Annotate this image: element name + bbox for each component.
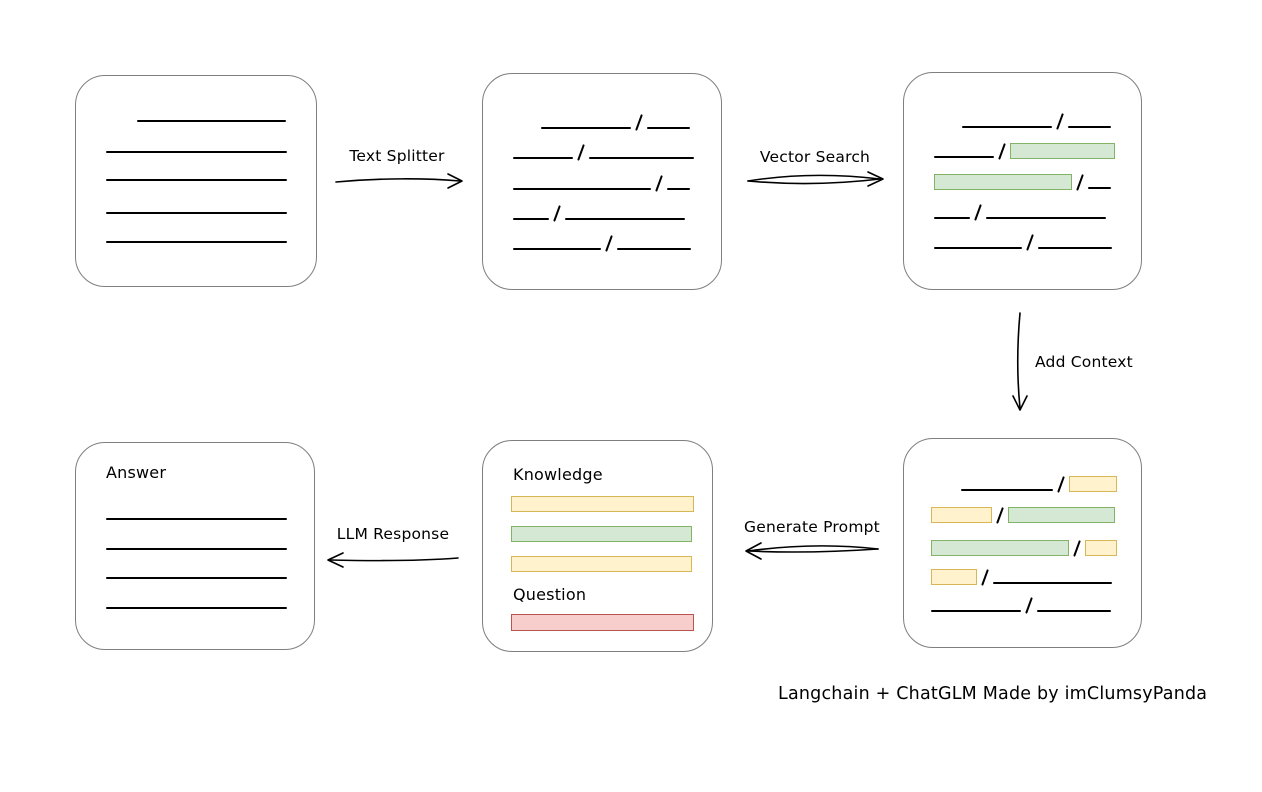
chunk-row [931, 564, 1113, 586]
text-line [137, 120, 286, 122]
matched-chunk-green [1008, 507, 1116, 523]
chunk-row [931, 535, 1118, 557]
chunk-row [931, 502, 1116, 524]
chunk-row [513, 230, 692, 252]
context-chunk-yellow [1069, 476, 1118, 492]
chunk-separator-slash [981, 569, 990, 586]
vector-search-label: Vector Search [759, 148, 871, 166]
text-line [513, 248, 601, 250]
add-context-label: Add Context [1035, 353, 1133, 371]
text-line [986, 217, 1107, 219]
text-line [106, 548, 287, 550]
text-line [931, 610, 1021, 612]
chunk-separator-slash [998, 143, 1007, 160]
chunk-separator-slash [605, 235, 614, 252]
text-line [993, 582, 1113, 584]
chunk-row [934, 229, 1113, 251]
text-line [1038, 247, 1113, 249]
text-line [106, 212, 287, 214]
chunk-row [513, 139, 695, 161]
context-chunks-box [903, 438, 1142, 648]
knowledge-bar-green [511, 526, 692, 542]
chunk-separator-slash [577, 144, 586, 161]
chunk-separator-slash [1076, 174, 1085, 191]
llm-response-label: LLM Response [336, 525, 450, 543]
context-chunk-yellow [1085, 540, 1118, 556]
answer-box: Answer [75, 442, 315, 650]
source-document-box [75, 75, 317, 287]
text-line [541, 127, 631, 129]
text-line [513, 218, 549, 220]
generate-prompt-arrow [745, 542, 879, 560]
chunk-row [934, 169, 1112, 191]
chunk-separator-slash [974, 204, 983, 221]
llm-response-arrow [327, 552, 459, 568]
chunk-separator-slash [1073, 540, 1082, 557]
question-label: Question [513, 585, 587, 604]
knowledge-bar-yellow [511, 556, 692, 572]
matched-chunk-green [1010, 143, 1116, 159]
text-line [106, 151, 287, 153]
matched-chunks-box [903, 72, 1142, 290]
chunk-separator-slash [1025, 597, 1034, 614]
chunk-row [513, 170, 691, 192]
text-splitter-label: Text Splitter [349, 147, 445, 165]
text-line [667, 188, 691, 190]
add-context-arrow [1012, 312, 1028, 411]
prompt-box: Knowledge Question [482, 440, 713, 652]
generate-prompt-label: Generate Prompt [744, 518, 880, 536]
split-chunks-box [482, 73, 722, 290]
text-line [962, 126, 1052, 128]
text-line [589, 157, 695, 159]
vector-search-arrow [747, 171, 884, 187]
text-line [565, 218, 686, 220]
chunk-row [513, 200, 686, 222]
text-line [106, 577, 287, 579]
chunk-row [934, 199, 1107, 221]
text-line [1068, 126, 1112, 128]
text-line [513, 188, 651, 190]
text-line [1088, 187, 1112, 189]
text-line [934, 217, 970, 219]
chunk-row [962, 108, 1112, 130]
knowledge-bar-yellow [511, 496, 694, 512]
answer-label: Answer [106, 463, 167, 482]
context-chunk-yellow [931, 569, 977, 585]
chunk-separator-slash [996, 507, 1005, 524]
text-line [106, 241, 287, 243]
chunk-separator-slash [1026, 234, 1035, 251]
text-line [513, 157, 573, 159]
text-line [934, 156, 994, 158]
chunk-row [934, 138, 1116, 160]
chunk-row [931, 592, 1112, 614]
chunk-separator-slash [1057, 476, 1066, 493]
text-line [961, 489, 1053, 491]
text-splitter-arrow [335, 173, 463, 189]
chunk-separator-slash [655, 175, 664, 192]
text-line [106, 607, 287, 609]
diagram-caption: Langchain + ChatGLM Made by imClumsyPand… [778, 684, 1208, 704]
chunk-separator-slash [635, 114, 644, 131]
text-line [106, 179, 287, 181]
chunk-row [541, 109, 691, 131]
chunk-separator-slash [1056, 113, 1065, 130]
matched-chunk-green [934, 174, 1072, 190]
text-line [934, 247, 1022, 249]
question-bar-red [511, 614, 694, 631]
text-line [1037, 610, 1112, 612]
chunk-row [961, 471, 1118, 493]
matched-chunk-green [931, 540, 1069, 556]
context-chunk-yellow [931, 507, 992, 523]
chunk-separator-slash [553, 205, 562, 222]
text-line [647, 127, 691, 129]
text-line [106, 518, 287, 520]
knowledge-label: Knowledge [513, 465, 603, 484]
text-line [617, 248, 692, 250]
